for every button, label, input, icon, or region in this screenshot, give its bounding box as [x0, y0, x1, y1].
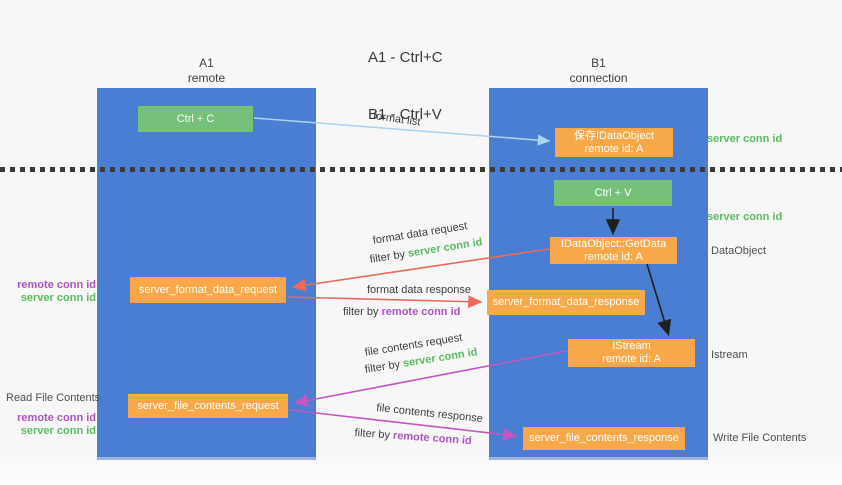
server-conn-id-top-label: server conn id — [707, 133, 783, 145]
arrow-file-contents-response — [289, 409, 518, 441]
node-ctrl-c: Ctrl + C — [138, 106, 253, 132]
conn-id-group-1: remote conn id server conn id — [8, 279, 96, 305]
server-conn-id-label-1: server conn id — [20, 292, 96, 304]
node-istream-line1: IStream — [612, 340, 651, 352]
node-getdata-remote-id: remote id: A — [584, 250, 643, 263]
arrow-format-list — [253, 117, 551, 146]
read-file-contents-label: Read File Contents — [6, 392, 101, 404]
node-idataobject-getdata: IDataObject::GetData remote id: A — [550, 237, 677, 264]
dataobject-label: DataObject — [711, 245, 767, 257]
write-file-contents-label: Write File Contents — [713, 432, 807, 444]
title-line-2: B1 - Ctrl+V — [368, 106, 442, 123]
title-line-1: A1 - Ctrl+C — [368, 49, 443, 66]
node-istream-remote-id: remote id: A — [602, 353, 661, 365]
node-istream: IStream remote id: A — [568, 339, 695, 367]
arrow-getdata-to-istream — [646, 263, 672, 337]
node-ctrl-v: Ctrl + V — [554, 180, 672, 206]
lane-b1-id: B1 — [591, 56, 606, 70]
diagram-title: A1 - Ctrl+C B1 - Ctrl+V — [368, 10, 443, 162]
arrow-format-data-request — [291, 248, 550, 292]
remote-conn-id-label-1: remote conn id — [17, 279, 96, 291]
node-save-idataobject-line1: 保存IDataObject — [573, 129, 655, 142]
remote-conn-id-label-2: remote conn id — [17, 412, 96, 424]
arrow-format-data-response — [287, 295, 483, 309]
node-file-response-label: server_file_contents_response — [529, 432, 679, 444]
phase-divider-dotted-line — [0, 167, 842, 172]
node-server-format-data-request: server_format_data_request — [130, 277, 286, 303]
lane-header-a1: A1 remote — [97, 56, 316, 86]
arrow-file-contents-request — [293, 350, 567, 407]
node-getdata-line1: IDataObject::GetData — [560, 237, 667, 250]
node-save-idataobject: 保存IDataObject remote id: A — [555, 128, 673, 157]
lane-a1-name: remote — [187, 71, 226, 85]
node-server-file-contents-request: server_file_contents_request — [128, 394, 288, 418]
node-server-file-contents-response: server_file_contents_response — [523, 427, 685, 450]
server-conn-id-mid-label: server conn id — [707, 211, 783, 223]
istream-label: Istream — [711, 349, 748, 361]
remote-conn-id-text: remote conn id — [381, 306, 461, 318]
server-conn-id-label-2: server conn id — [20, 425, 96, 437]
lane-b1-name: connection — [569, 71, 628, 85]
filter-by-text: filter by — [343, 306, 382, 318]
node-server-format-data-response: server_format_data_response — [487, 290, 645, 315]
node-file-request-label: server_file_contents_request — [137, 399, 279, 412]
node-ctrl-v-label: Ctrl + V — [594, 186, 632, 199]
lane-header-b1: B1 connection — [489, 56, 708, 86]
conn-id-group-2: remote conn id server conn id — [8, 412, 96, 438]
filter-by-remote-conn-id-label-1: filter by remote conn id — [343, 306, 460, 318]
lane-a1-id: A1 — [199, 56, 214, 70]
node-save-idataobject-remote-id: remote id: A — [584, 142, 644, 155]
node-format-response-label: server_format_data_response — [492, 296, 640, 308]
node-format-request-label: server_format_data_request — [138, 283, 278, 296]
node-ctrl-c-label: Ctrl + C — [176, 112, 215, 125]
format-data-response-label: format data response — [367, 284, 471, 296]
